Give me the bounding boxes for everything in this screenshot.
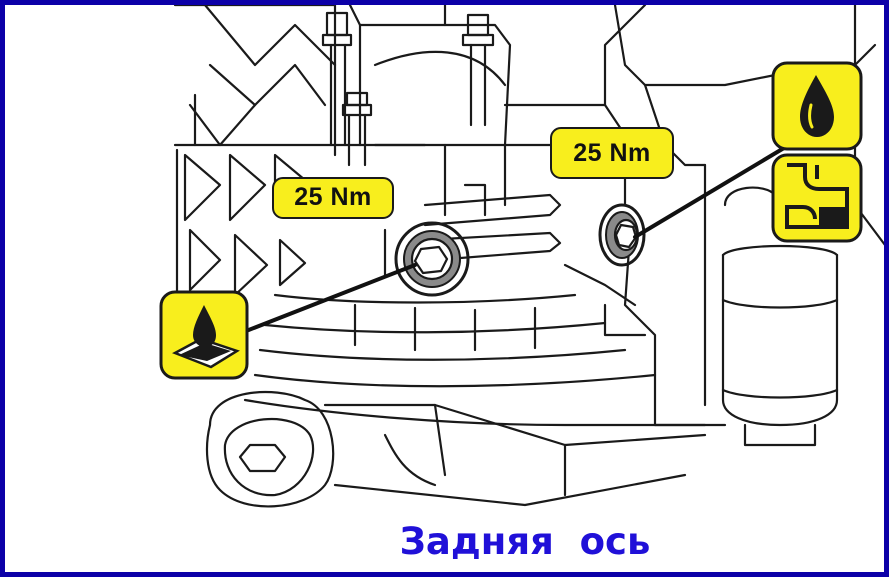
diagram-caption: Задняя ось [399,520,651,563]
left-bolt [394,221,470,297]
axle-housing-ribs [243,293,707,427]
torque-label-right: 25 Nm [550,127,674,179]
right-bolt [598,203,646,267]
right-housing [563,5,777,427]
differential-cover [348,5,647,217]
sealant-on-surface-icon [159,290,249,380]
lower-control-arm [205,390,707,508]
torque-label-left: 25 Nm [272,177,394,219]
oil-drop-icon [771,61,863,151]
leader-lines [239,143,791,335]
mount-brackets [383,193,562,277]
torque-label-left-text: 25 Nm [294,183,372,211]
rear-axle-line-drawing [159,5,884,508]
upper-studs [321,11,495,167]
torque-label-right-text: 25 Nm [573,139,651,167]
fill-level-icon [771,153,863,243]
ribbed-housing [173,5,427,297]
